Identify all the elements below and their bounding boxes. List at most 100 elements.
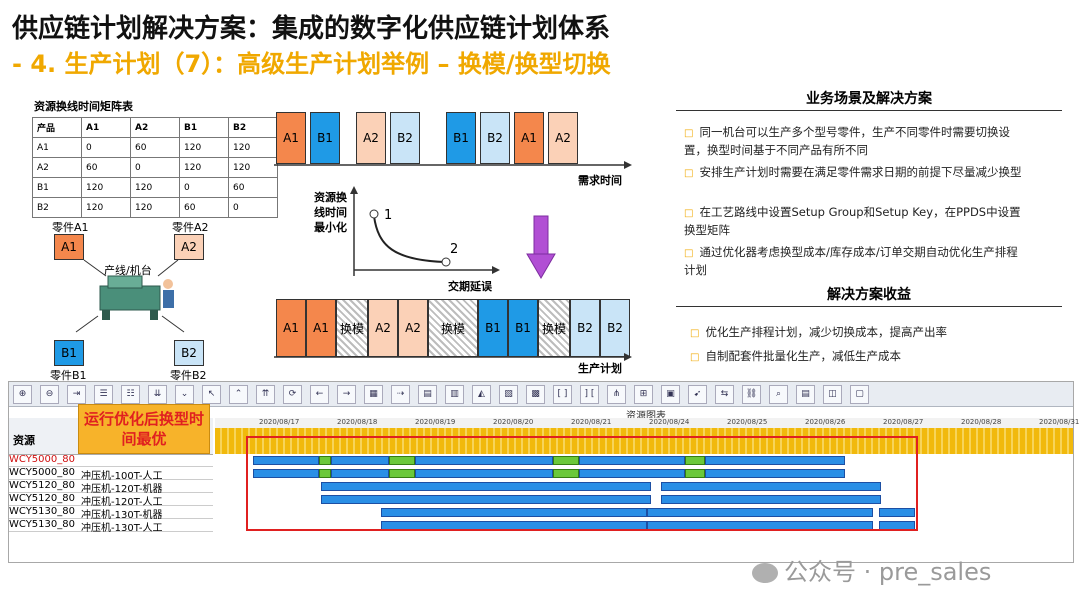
hour-strip <box>215 428 1073 454</box>
gantt-bar[interactable] <box>553 469 579 478</box>
changeover-block: 换模 <box>336 299 368 357</box>
resource-row[interactable]: WCY5000_80 <box>9 454 213 467</box>
link-icon[interactable]: ⛓ <box>742 384 761 404</box>
matrix-cell: 120 <box>228 157 278 178</box>
cursor-icon[interactable]: ↖ <box>202 384 221 404</box>
matrix-cell: 60 <box>81 157 131 178</box>
dashboard-icon[interactable]: ▣ <box>661 384 680 404</box>
pointer-icon[interactable]: ➹ <box>688 384 707 404</box>
matrix-cell: A2 <box>130 117 180 138</box>
collapse-up-icon[interactable]: ⇈ <box>256 384 275 404</box>
gantt-bar[interactable] <box>685 469 705 478</box>
chart-icon[interactable]: ▤ <box>418 384 437 404</box>
gantt-bar[interactable] <box>685 456 705 465</box>
date-label: 2020/08/26 <box>805 418 846 426</box>
gantt-bar[interactable] <box>415 456 553 465</box>
matrix-cell: 120 <box>179 157 229 178</box>
gantt-bar[interactable] <box>661 495 881 504</box>
panel-icon[interactable]: ▢ <box>850 384 869 404</box>
gantt-bar[interactable] <box>415 469 553 478</box>
demand-block: B1 <box>310 112 340 164</box>
gantt-bar[interactable] <box>647 508 873 517</box>
collapse-all-icon[interactable]: ⇊ <box>148 384 167 404</box>
bar-chart-icon[interactable]: ▥ <box>445 384 464 404</box>
page-title: 供应链计划解决方案：集成的数字化供应链计划体系 <box>12 14 611 44</box>
gantt-bar[interactable] <box>319 469 331 478</box>
gantt-bar[interactable] <box>253 469 319 478</box>
chevron-up-icon[interactable]: ⌃ <box>229 384 248 404</box>
network-icon[interactable]: ⋔ <box>607 384 626 404</box>
arrow-line <box>157 259 179 277</box>
scenario-bullet: □在工艺路线中设置Setup Group和Setup Key，在PPDS中设置换… <box>684 205 1021 237</box>
gantt-bar[interactable] <box>321 495 651 504</box>
production-block: A1 <box>276 299 306 357</box>
split-view-icon[interactable]: ◫ <box>823 384 842 404</box>
zoom-out-icon[interactable]: ⊖ <box>40 384 59 404</box>
zoom-in-icon[interactable]: ⊕ <box>13 384 32 404</box>
gantt-bar[interactable] <box>319 456 331 465</box>
search-icon[interactable]: ⌕ <box>769 384 788 404</box>
curve-ylabel: 资源换线时间最小化 <box>314 191 347 234</box>
refresh-icon[interactable]: ⟳ <box>283 384 302 404</box>
wechat-icon <box>752 563 778 583</box>
expand-icon[interactable]: ⇥ <box>67 384 86 404</box>
arrow-right-icon[interactable]: → <box>337 384 356 404</box>
demand-block: B1 <box>446 112 476 164</box>
date-label: 2020/08/21 <box>571 418 612 426</box>
gantt-bar[interactable] <box>321 482 651 491</box>
gantt-bar[interactable] <box>253 456 319 465</box>
demand-axis <box>274 161 632 169</box>
matrix-title: 资源换线时间矩阵表 <box>34 100 133 113</box>
tree-icon[interactable]: ⊞ <box>634 384 653 404</box>
matrix-cell: 120 <box>228 137 278 158</box>
matrix-cell: 60 <box>228 177 278 198</box>
gantt-bar[interactable] <box>879 508 915 517</box>
gantt-bar[interactable] <box>579 456 685 465</box>
table-icon[interactable]: ▧ <box>499 384 518 404</box>
bracket-split-icon[interactable]: ] [ <box>580 384 599 404</box>
scenario-bullet: □同一机台可以生产多个型号零件，生产不同零件时需要切换设置，换型时间基于不同产品… <box>684 125 1010 157</box>
gantt-bar[interactable] <box>331 456 389 465</box>
divider <box>676 110 1062 111</box>
gantt-bar[interactable] <box>705 456 845 465</box>
matrix-cell: 60 <box>130 137 180 158</box>
demand-block: A2 <box>356 112 386 164</box>
area-chart-icon[interactable]: ◭ <box>472 384 491 404</box>
part-a2-box: A2 <box>174 234 204 260</box>
production-block: B2 <box>570 299 600 357</box>
divider <box>676 306 1062 307</box>
list-icon[interactable]: ☰ <box>94 384 113 404</box>
production-block: B1 <box>478 299 508 357</box>
bracket-icon[interactable]: [ ] <box>553 384 572 404</box>
gantt-bar[interactable] <box>389 456 415 465</box>
demand-block: A2 <box>548 112 578 164</box>
gantt-bar[interactable] <box>381 508 647 517</box>
schedule-icon[interactable]: ▦ <box>364 384 383 404</box>
date-label: 2020/08/17 <box>259 418 300 426</box>
gantt-bar[interactable] <box>331 469 389 478</box>
arrow-left-icon[interactable]: ← <box>310 384 329 404</box>
grid-icon[interactable]: ▩ <box>526 384 545 404</box>
gantt-bar[interactable] <box>705 469 845 478</box>
demand-block: B2 <box>390 112 420 164</box>
flow-icon[interactable]: ⇆ <box>715 384 734 404</box>
gantt-bar[interactable] <box>579 469 685 478</box>
gantt-bar[interactable] <box>389 469 415 478</box>
matrix-cell: B2 <box>228 117 278 138</box>
production-axis <box>274 353 632 361</box>
move-icon[interactable]: ⇢ <box>391 384 410 404</box>
gantt-bar[interactable] <box>661 482 881 491</box>
chevron-down-icon[interactable]: ⌄ <box>175 384 194 404</box>
gantt-bar[interactable] <box>553 456 579 465</box>
curve-point-1: 1 <box>384 208 393 223</box>
list-detail-icon[interactable]: ☷ <box>121 384 140 404</box>
calculator-icon[interactable]: ▤ <box>796 384 815 404</box>
arrow-line <box>75 315 99 333</box>
